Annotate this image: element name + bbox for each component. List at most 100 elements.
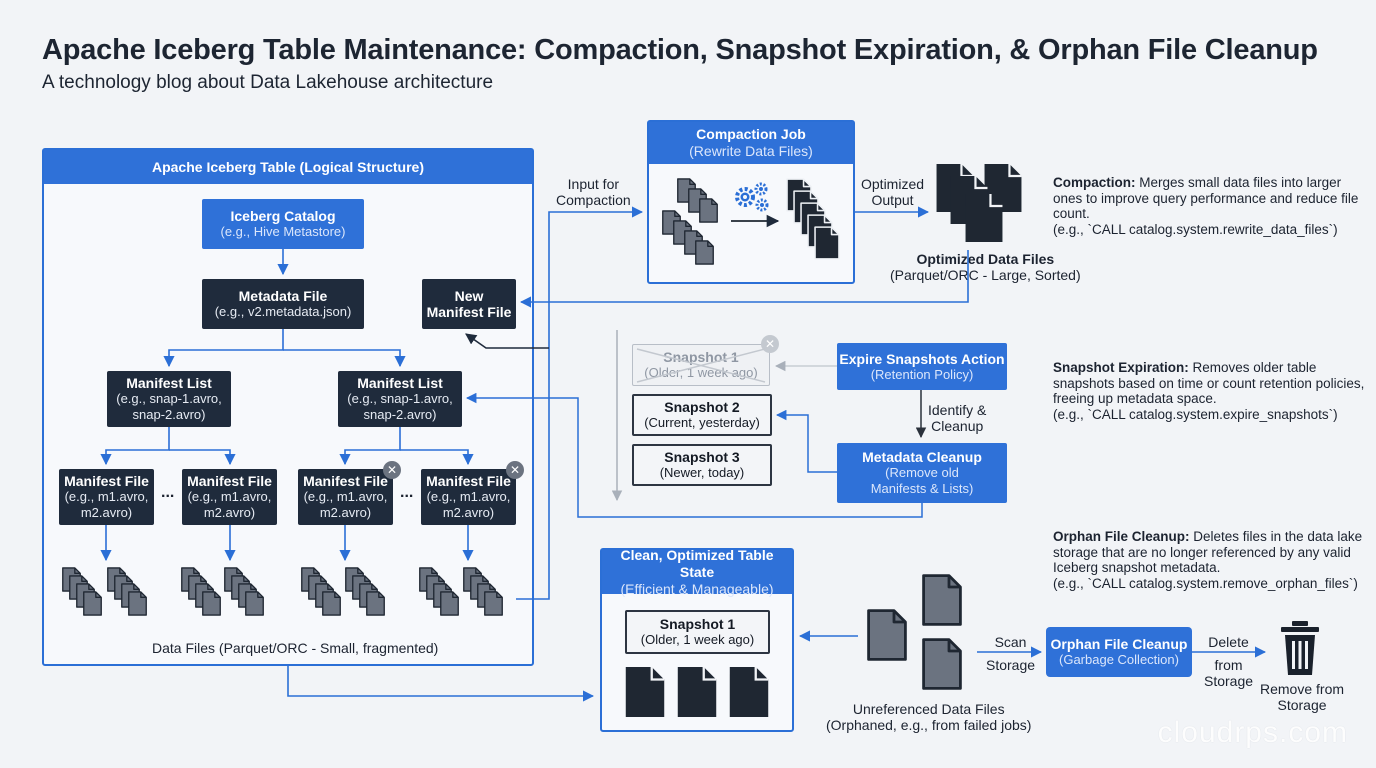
compaction-job-detail: (Rewrite Data Files) bbox=[689, 143, 813, 159]
optimized-output-label: Optimized Output bbox=[861, 176, 924, 208]
output-label-line2: Output bbox=[871, 192, 914, 208]
metadata-file-title: Metadata File bbox=[238, 288, 328, 304]
clean-snapshot-box[interactable]: Snapshot 1 (Older, 1 week ago) bbox=[625, 610, 770, 654]
file-icon bbox=[867, 609, 907, 661]
logical-connectors bbox=[100, 249, 474, 562]
expire-snapshots-action-box[interactable]: Expire Snapshots Action (Retention Polic… bbox=[837, 343, 1007, 390]
snapshot-desc-body: Removes older table snapshots based on t… bbox=[1053, 360, 1365, 406]
file-icon bbox=[699, 198, 718, 223]
compaction-desc-head: Compaction: bbox=[1053, 175, 1136, 190]
orphan-desc-head: Orphan File Cleanup: bbox=[1053, 529, 1190, 544]
snapshot-expiration-description: Snapshot Expiration: Removes older table… bbox=[1053, 360, 1373, 422]
clean-state-title: Clean, Optimized Table State bbox=[620, 546, 774, 580]
remove-line2: Storage bbox=[1277, 697, 1327, 713]
catalog-title: Iceberg Catalog bbox=[230, 208, 336, 224]
clean-snapshot-detail: (Older, 1 week ago) bbox=[640, 632, 755, 647]
manifest-list-title: Manifest List bbox=[357, 375, 443, 391]
orphan-cleanup-title: Orphan File Cleanup bbox=[1050, 636, 1188, 652]
clean-snapshot-title: Snapshot 1 bbox=[659, 616, 736, 632]
new-manifest-file-box[interactable]: New Manifest File bbox=[422, 279, 516, 329]
identify-line1: Identify & bbox=[928, 402, 987, 418]
compaction-job-header: Compaction Job (Rewrite Data Files) bbox=[649, 122, 853, 164]
orphan-cleanup-detail: (Garbage Collection) bbox=[1059, 652, 1179, 667]
file-icon bbox=[322, 591, 341, 616]
snapshot-2-box[interactable]: Snapshot 2 (Current, yesterday) bbox=[632, 394, 772, 436]
snapshot-detail: (Current, yesterday) bbox=[644, 415, 760, 430]
compaction-description: Compaction: Merges small data files into… bbox=[1053, 175, 1373, 237]
manifest-file-title: Manifest File bbox=[187, 473, 272, 489]
orphan-cleanup-description: Orphan File Cleanup: Deletes files in th… bbox=[1053, 529, 1373, 591]
manifest-file-box-3[interactable]: Manifest File (e.g., m1.avro, m2.avro) bbox=[298, 469, 393, 525]
orphan-connectors bbox=[798, 630, 1267, 658]
close-icon[interactable]: ✕ bbox=[383, 461, 401, 479]
page-subtitle: A technology blog about Data Lakehouse a… bbox=[42, 72, 494, 93]
manifest-file-box-2[interactable]: Manifest File (e.g., m1.avro, m2.avro) bbox=[182, 469, 277, 525]
compaction-connectors bbox=[287, 206, 969, 702]
metadata-file-box[interactable]: Metadata File (e.g., v2.metadata.json) bbox=[202, 279, 364, 329]
clean-state-header: Clean, Optimized Table State (Efficient … bbox=[602, 546, 792, 597]
expire-action-detail: (Retention Policy) bbox=[870, 366, 974, 382]
iceberg-catalog-box[interactable]: Iceberg Catalog (e.g., Hive Metastore) bbox=[202, 199, 364, 249]
delete-line1: Delete bbox=[1208, 634, 1249, 650]
watermark: cloudrps.com bbox=[1157, 716, 1348, 749]
metadata-cleanup-box[interactable]: Metadata Cleanup (Remove old Manifests &… bbox=[837, 443, 1007, 503]
file-icon bbox=[625, 667, 665, 717]
input-label-line2: Compaction bbox=[556, 192, 631, 208]
file-icon bbox=[814, 226, 840, 260]
file-icon bbox=[729, 667, 769, 717]
manifest-list-box-1[interactable]: Manifest List (e.g., snap-1.avro, snap-2… bbox=[107, 371, 231, 427]
manifest-file-box-1[interactable]: Manifest File (e.g., m1.avro, m2.avro) bbox=[59, 469, 154, 525]
snapshot-3-box[interactable]: Snapshot 3 (Newer, today) bbox=[632, 444, 772, 486]
manifest-list-detail: snap-2.avro) bbox=[363, 407, 437, 422]
manifest-list-detail: snap-2.avro) bbox=[132, 407, 206, 422]
orphan-file-cleanup-box[interactable]: Orphan File Cleanup (Garbage Collection) bbox=[1046, 627, 1192, 677]
manifest-file-detail: m2.avro) bbox=[203, 505, 256, 520]
unref-line1: Unreferenced Data Files bbox=[852, 701, 1005, 717]
close-icon[interactable]: ✕ bbox=[506, 461, 524, 479]
snapshot-detail: (Newer, today) bbox=[659, 465, 745, 480]
orphan-desc-code: (e.g., `CALL catalog.system.remove_orpha… bbox=[1053, 575, 1358, 591]
manifest-list-box-2[interactable]: Manifest List (e.g., snap-1.avro, snap-2… bbox=[338, 371, 462, 427]
file-icon bbox=[245, 591, 264, 616]
file-icon bbox=[202, 591, 221, 616]
manifest-file-detail: (e.g., m1.avro, bbox=[303, 489, 388, 504]
snapshot-1-expired-box[interactable]: Snapshot 1 (Older, 1 week ago) bbox=[632, 344, 770, 386]
logical-structure-title: Apache Iceberg Table (Logical Structure) bbox=[151, 158, 425, 175]
manifest-ellipsis-1: ... bbox=[161, 484, 175, 501]
logical-structure-header: Apache Iceberg Table (Logical Structure) bbox=[44, 150, 532, 184]
snapshot-desc-head: Snapshot Expiration: bbox=[1053, 360, 1189, 375]
manifest-file-detail: m2.avro) bbox=[442, 505, 495, 520]
new-manifest-line2: Manifest File bbox=[426, 304, 512, 320]
snapshot-connectors bbox=[465, 330, 927, 518]
compaction-desc-code: (e.g., `CALL catalog.system.rewrite_data… bbox=[1053, 221, 1338, 237]
optimized-data-files-label: Optimized Data Files (Parquet/ORC - Larg… bbox=[890, 251, 1081, 283]
output-label-line1: Optimized bbox=[861, 176, 925, 192]
file-icon bbox=[922, 638, 962, 690]
delete-line2: from bbox=[1214, 657, 1243, 673]
file-icon bbox=[677, 667, 717, 717]
manifest-file-title: Manifest File bbox=[303, 473, 388, 489]
remove-line1: Remove from bbox=[1260, 681, 1345, 697]
unref-line2: (Orphaned, e.g., from failed jobs) bbox=[826, 717, 1032, 733]
optimized-files-detail: (Parquet/ORC - Large, Sorted) bbox=[890, 267, 1081, 283]
file-icon bbox=[83, 591, 102, 616]
manifest-file-detail: m2.avro) bbox=[80, 505, 133, 520]
manifest-list-title: Manifest List bbox=[126, 375, 212, 391]
remove-from-storage-label: Remove from Storage bbox=[1260, 681, 1344, 713]
manifest-file-detail: (e.g., m1.avro, bbox=[426, 489, 511, 504]
file-icon bbox=[484, 591, 503, 616]
file-icons bbox=[62, 164, 1022, 717]
identify-line2: Cleanup bbox=[931, 418, 984, 434]
manifest-file-title: Manifest File bbox=[64, 473, 149, 489]
snapshot-desc-code: (e.g., `CALL catalog.system.expire_snaps… bbox=[1053, 406, 1338, 422]
input-for-compaction-label: Input for Compaction bbox=[556, 176, 631, 208]
scan-storage-label: Scan Storage bbox=[986, 634, 1035, 673]
data-files-label: Data Files (Parquet/ORC - Small, fragmen… bbox=[152, 640, 439, 656]
file-icon bbox=[128, 591, 147, 616]
optimized-files-title: Optimized Data Files bbox=[916, 251, 1055, 267]
manifest-file-box-4[interactable]: Manifest File (e.g., m1.avro, m2.avro) bbox=[421, 469, 516, 525]
snapshot-detail: (Older, 1 week ago) bbox=[644, 365, 758, 380]
file-icon bbox=[440, 591, 459, 616]
close-icon[interactable]: ✕ bbox=[761, 335, 779, 353]
